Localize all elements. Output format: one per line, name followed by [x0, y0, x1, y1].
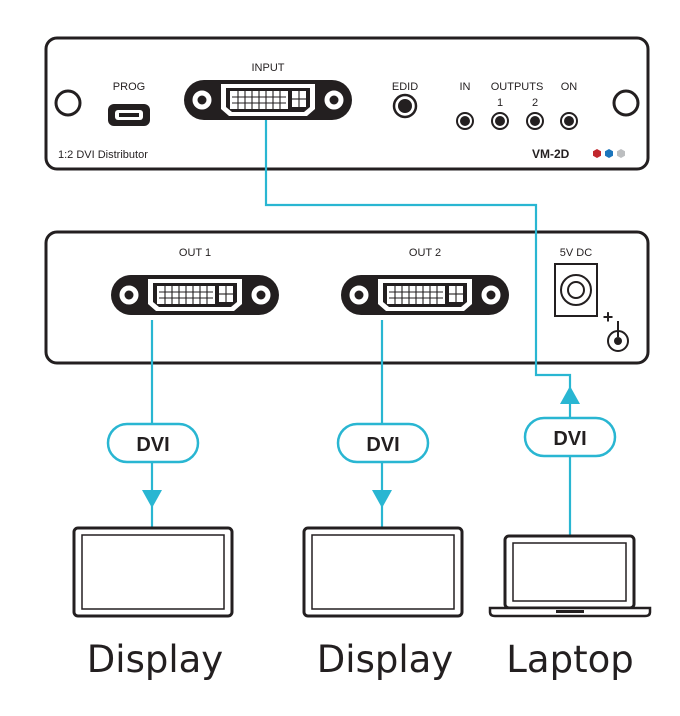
input-label: INPUT	[252, 62, 285, 74]
display-2	[302, 526, 464, 618]
edid-button[interactable]	[392, 93, 418, 119]
input-dvi-port	[183, 79, 353, 121]
front-left-mounting-hole	[54, 89, 82, 117]
edid-label: EDID	[392, 81, 418, 93]
prog-label: PROG	[113, 81, 145, 93]
dvi-badge-3-text: DVI	[553, 428, 586, 450]
front-right-mounting-hole	[612, 89, 640, 117]
dvi-badge-2: DVI	[336, 422, 430, 464]
out2-dvi-port	[340, 274, 510, 316]
dvi-badge-2-text: DVI	[366, 434, 399, 456]
brand-dot-blue	[605, 149, 613, 158]
input-cable-route	[264, 120, 572, 395]
out2-cable-arrow-down	[372, 490, 392, 508]
cables	[142, 120, 580, 537]
prog-usb-port	[108, 104, 150, 126]
out2-label: OUT 2	[409, 247, 441, 259]
display-2-caption: Display	[317, 638, 453, 681]
brand-dot-gray	[617, 149, 625, 158]
display-1-caption: Display	[87, 638, 223, 681]
output-2-label: 2	[532, 97, 538, 109]
power-dc-jack	[554, 263, 598, 317]
dvi-badge-1-text: DVI	[136, 434, 169, 456]
polarity-plus: +	[603, 307, 614, 327]
dvi-badge-3: DVI	[523, 416, 617, 458]
on-led	[560, 112, 578, 130]
outputs-label: OUTPUTS	[491, 81, 544, 93]
model-name: VM-2D	[532, 147, 570, 161]
product-name: 1:2 DVI Distributor	[58, 149, 148, 161]
in-label: IN	[460, 81, 471, 93]
brand-dots	[593, 149, 625, 158]
out1-label: OUT 1	[179, 247, 211, 259]
output-1-led	[491, 112, 509, 130]
laptop-icon	[488, 534, 652, 618]
output-1-label: 1	[497, 97, 503, 109]
brand-dot-red	[593, 149, 601, 158]
power-label: 5V DC	[560, 247, 592, 259]
laptop-caption: Laptop	[506, 638, 633, 681]
rear-panel: OUT 1 OUT 2 5V DC +	[44, 230, 650, 365]
polarity-icon	[607, 321, 629, 352]
out1-cable-arrow-down	[142, 490, 162, 508]
front-panel: PROG INPUT EDID IN OUTPUTS 1 2 ON 1:2 DV…	[44, 36, 650, 171]
out1-dvi-port	[110, 274, 280, 316]
on-label: ON	[561, 81, 578, 93]
display-1	[72, 526, 234, 618]
in-led	[456, 112, 474, 130]
output-2-led	[526, 112, 544, 130]
dvi-badge-1: DVI	[106, 422, 200, 464]
